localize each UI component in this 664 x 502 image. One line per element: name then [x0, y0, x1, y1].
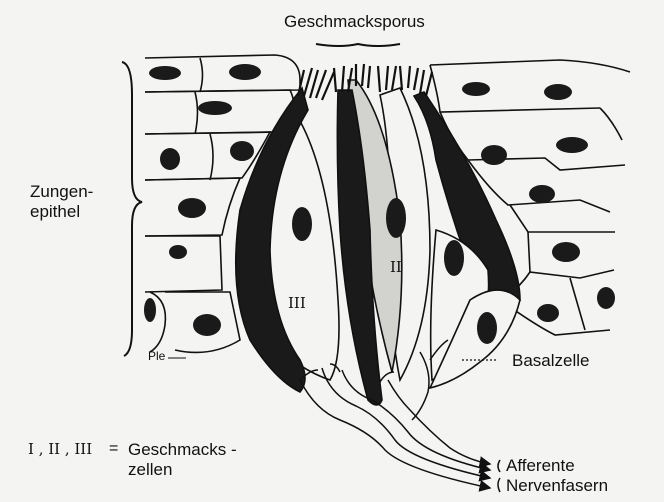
basal-cell-label: Basalzelle [512, 351, 590, 371]
nerve-label-line1: Afferente [506, 456, 608, 476]
taste-cells [236, 80, 520, 405]
nerve-label-line2: Nervenfasern [506, 476, 608, 496]
epithelium-label-line2: epithel [30, 202, 93, 222]
cell-label-2: II [390, 258, 402, 276]
legend-text-line2: zellen [128, 460, 237, 480]
epithelium-bracket [122, 62, 142, 356]
ple-label: Ple [148, 349, 165, 363]
legend-text: Geschmacks - zellen [128, 440, 237, 480]
cell-label-3: III [288, 294, 306, 312]
nerve-label: Afferente Nervenfasern [506, 456, 608, 496]
epithelium-label-line1: Zungen- [30, 182, 93, 202]
pore-bracket [316, 44, 400, 46]
epithelium-label: Zungen- epithel [30, 182, 93, 222]
legend-equals: = [109, 440, 118, 458]
legend-text-line1: Geschmacks - [128, 440, 237, 460]
legend-symbols: I , II , III [28, 440, 92, 458]
nerve-brace [498, 460, 500, 492]
pore-label: Geschmacksporus [284, 12, 425, 32]
